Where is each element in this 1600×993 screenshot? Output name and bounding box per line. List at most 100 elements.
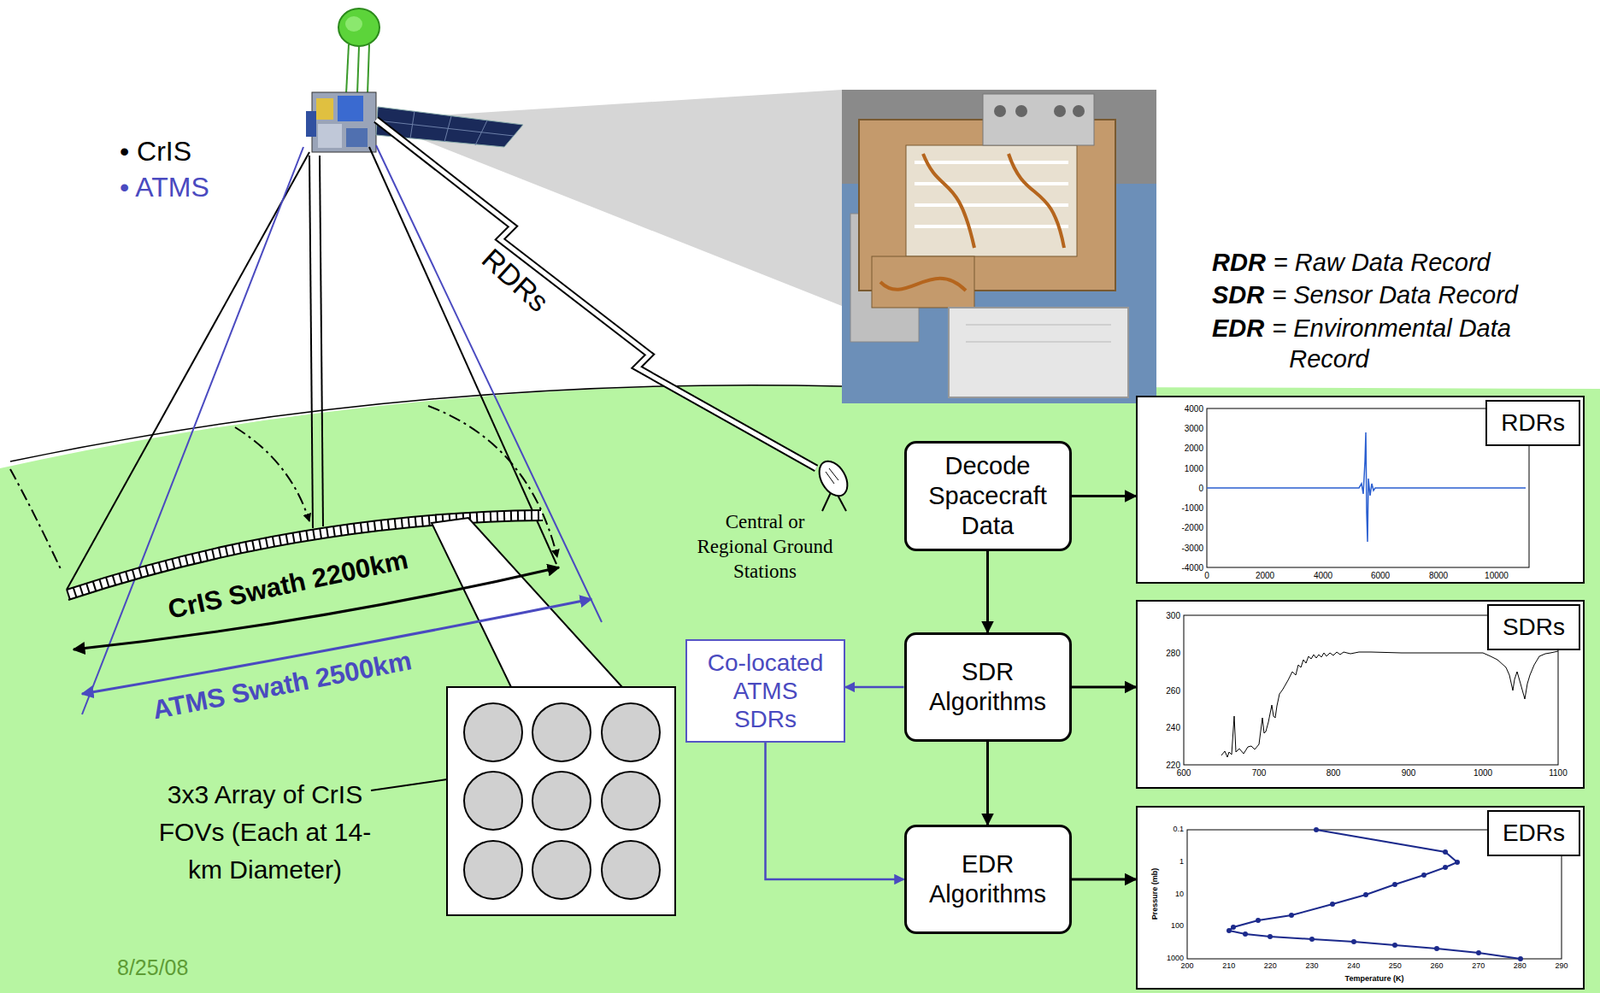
station-label: Central or Regional Ground Stations	[692, 509, 838, 584]
satellite	[338, 8, 380, 47]
axis-tick: -2000	[1181, 523, 1204, 533]
satellite	[311, 92, 377, 153]
edr-plot	[1288, 912, 1295, 918]
edr-plot	[1454, 859, 1460, 865]
edr-plot	[1242, 931, 1248, 937]
edr-plot	[1226, 827, 1524, 962]
axis-tick: 1000	[1473, 768, 1493, 778]
axis-tick: 600	[1176, 768, 1192, 778]
fov-array	[464, 841, 523, 900]
flow-arrow	[845, 686, 905, 689]
fov-array	[464, 703, 523, 762]
satellite	[317, 123, 342, 148]
downlink-bolt	[376, 119, 817, 469]
ground-dish	[825, 468, 839, 484]
panel-title: RDRs	[1485, 400, 1581, 447]
axis-tick: 0	[1198, 483, 1204, 494]
edr-plot	[1226, 928, 1232, 934]
scan-lines	[10, 469, 62, 571]
axis-tick: 280	[1513, 962, 1527, 971]
instrument-photo	[880, 278, 966, 291]
instrument-name: • ATMS	[119, 170, 210, 204]
downlink-bolt	[376, 119, 817, 469]
edr-plot	[1230, 924, 1236, 930]
scan-lines	[82, 147, 304, 715]
scan-lines	[66, 152, 310, 590]
sdr-plot	[1135, 600, 1585, 789]
flow-arrow	[765, 742, 905, 880]
rdr-plot	[1206, 408, 1530, 568]
edr-plot	[1392, 882, 1398, 888]
satellite	[305, 8, 524, 153]
axis-tick: 10000	[1484, 570, 1509, 581]
edr-plot	[1517, 956, 1524, 962]
satellite	[316, 98, 334, 120]
satellite	[367, 44, 370, 95]
axis-tick: -4000	[1181, 563, 1204, 573]
scan-lines	[309, 155, 313, 529]
box-text: EDR Algorithms	[915, 849, 1061, 910]
scan-lines	[369, 147, 557, 565]
axis-tick: 100	[1170, 922, 1184, 931]
instrument-photo	[948, 307, 1129, 398]
edr-plot	[1229, 829, 1521, 959]
plot-panel: SDRs	[1135, 600, 1585, 789]
fov-array	[601, 771, 660, 830]
axis-tick: 0.1	[1172, 825, 1184, 835]
instrument-photo	[914, 162, 1069, 227]
acronym-definition: = Raw Data Record	[1273, 247, 1491, 278]
process-box: SDR Algorithms	[904, 632, 1072, 742]
edr-plot	[1442, 864, 1448, 871]
axis-tick: 240	[1165, 723, 1181, 733]
axis-tick: 2000	[1255, 570, 1275, 581]
satellite	[337, 95, 364, 122]
axis-tick: 230	[1305, 962, 1318, 971]
axis-tick: 6000	[1370, 570, 1390, 581]
acronym: RDR	[1211, 247, 1266, 278]
fov-array	[532, 703, 591, 762]
fov-array	[447, 687, 676, 916]
fov-note: 3x3 Array of CrIS FOVs (Each at 14-km Di…	[158, 776, 372, 889]
instrument-photo	[923, 153, 1065, 248]
instrument-photo	[871, 256, 975, 308]
ground-dish	[813, 456, 853, 501]
axis-tick: 700	[1252, 768, 1267, 778]
axis-tick: 300	[1165, 611, 1181, 621]
satellite	[345, 16, 363, 32]
edr-plot	[1309, 936, 1315, 942]
satellite	[346, 44, 349, 95]
axis-tick: 270	[1471, 962, 1485, 971]
axis-tick: 4000	[1313, 570, 1333, 581]
flow-arrow	[1071, 878, 1137, 882]
axis-tick: 290	[1555, 962, 1569, 971]
axis-tick: 1	[1179, 858, 1184, 867]
axis-title: Temperature (K)	[1345, 975, 1405, 984]
axis-tick: 3000	[1184, 423, 1204, 434]
axis-tick: 240	[1347, 962, 1360, 971]
flow-arrow	[986, 551, 989, 633]
axis-tick: 200	[1180, 962, 1194, 971]
rdr-plot	[1135, 395, 1585, 584]
fov-array	[532, 841, 591, 900]
panel-title: SDRs	[1487, 604, 1581, 651]
instrument-name: • CrIS	[119, 135, 192, 168]
swath-label: CrIS Swath 2200km	[164, 543, 412, 626]
box-label: SDR Algorithms	[915, 657, 1061, 718]
axis-tick: 260	[1430, 962, 1444, 971]
rdr-plot	[1206, 432, 1526, 542]
scan-lines	[235, 427, 310, 522]
instrument-photo	[965, 324, 1112, 342]
fov-array	[447, 687, 676, 916]
leader-line	[370, 779, 448, 791]
edr-plot	[1329, 901, 1336, 907]
flow-arrow	[986, 741, 989, 825]
axis-tick: 2000	[1184, 443, 1204, 453]
edr-plot	[1267, 934, 1273, 940]
axis-tick: 220	[1264, 962, 1277, 971]
fov-array	[601, 841, 660, 900]
box-text: Decode Spacecraft Data	[915, 451, 1061, 541]
flow-arrow	[1071, 494, 1137, 498]
data-box: Co-located ATMS SDRs	[685, 639, 846, 743]
instrument-photo	[841, 89, 1157, 404]
